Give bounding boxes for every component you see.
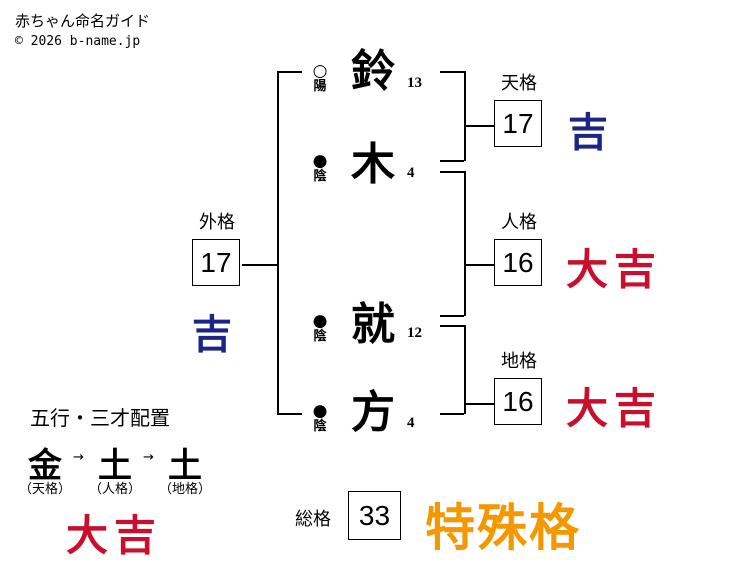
- gaikaku-box: 17: [192, 239, 240, 286]
- bracket-line: [277, 413, 302, 415]
- chikaku-box: 16: [494, 378, 542, 425]
- tenkaku-label: 天格: [501, 73, 537, 94]
- bracket-line: [440, 413, 464, 415]
- jinkaku-box: 16: [494, 239, 542, 286]
- bracket-line: [464, 71, 466, 161]
- app-title: 赤ちゃん命名ガイド: [15, 12, 151, 30]
- gogyo-element: 土: [98, 446, 132, 486]
- gaikaku-label: 外格: [199, 212, 235, 233]
- bracket-line: [464, 264, 494, 266]
- yang-circle-icon: ○: [312, 61, 328, 81]
- gogyo-sublabel: （人格）: [88, 482, 141, 497]
- name-char: 木: [351, 139, 395, 190]
- yinyang-marker: ●陰: [310, 312, 330, 344]
- gogyo-element: 金: [28, 446, 62, 486]
- bracket-line: [440, 315, 464, 317]
- soukaku-box: 33: [348, 491, 401, 540]
- bracket-line: [464, 403, 494, 405]
- yin-circle-icon: ●: [312, 151, 328, 171]
- bracket-line: [440, 71, 464, 73]
- gogyo-element: 土: [168, 446, 202, 486]
- arrow-icon: →: [73, 450, 84, 465]
- chikaku-fortune: 大吉: [566, 384, 663, 433]
- name-char: 就: [351, 299, 395, 350]
- bracket-line: [464, 171, 466, 316]
- copyright: © 2026 b-name.jp: [15, 34, 141, 49]
- gogyo-title: 五行・三才配置: [30, 406, 170, 430]
- bracket-line: [440, 325, 464, 327]
- bracket-line: [277, 71, 279, 414]
- bracket-line: [242, 264, 277, 266]
- gogyo-fortune: 大吉: [66, 511, 163, 560]
- arrow-icon: →: [143, 450, 154, 465]
- yin-circle-icon: ●: [312, 401, 328, 421]
- jinkaku-fortune: 大吉: [566, 245, 663, 294]
- bracket-line: [440, 160, 464, 162]
- stroke-count: 12: [407, 325, 422, 341]
- bracket-line: [464, 325, 466, 414]
- stroke-count: 4: [407, 165, 415, 181]
- bracket-line: [464, 125, 494, 127]
- name-char: 方: [351, 387, 395, 438]
- gogyo-sublabel: （地格）: [158, 482, 211, 497]
- tenkaku-box: 17: [494, 100, 542, 147]
- soukaku-fortune: 特殊格: [425, 498, 581, 557]
- gogyo-sublabel: （天格）: [18, 482, 71, 497]
- yin-circle-icon: ●: [312, 311, 328, 331]
- gaikaku-fortune: 吉: [192, 311, 238, 358]
- chikaku-label: 地格: [501, 351, 537, 372]
- bracket-line: [277, 71, 302, 73]
- yinyang-marker: ●陰: [310, 402, 330, 434]
- soukaku-label: 総格: [295, 509, 331, 530]
- stroke-count: 13: [407, 75, 422, 91]
- yinyang-marker: ●陰: [310, 152, 330, 184]
- tenkaku-fortune: 吉: [568, 109, 614, 156]
- yinyang-marker: ○陽: [310, 62, 330, 94]
- name-char: 鈴: [351, 46, 395, 97]
- bracket-line: [440, 171, 464, 173]
- jinkaku-label: 人格: [501, 212, 537, 233]
- stroke-count: 4: [407, 415, 415, 431]
